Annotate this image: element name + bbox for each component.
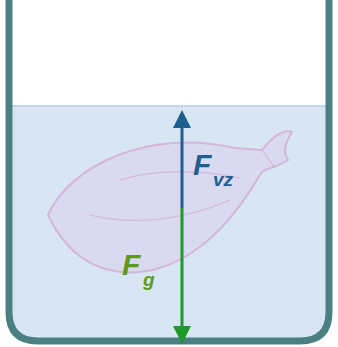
bag: [48, 131, 292, 272]
gravity-arrow: [181, 208, 184, 328]
force-symbol: F: [122, 250, 140, 280]
water: [12, 106, 326, 338]
buoyancy-arrowhead: [173, 110, 191, 128]
beaker-wall: [9, 0, 329, 341]
force-symbol: F: [193, 150, 211, 180]
force-subscript: vz: [213, 170, 233, 189]
buoyancy-arrow: [181, 126, 184, 208]
gravity-arrowhead: [173, 326, 191, 344]
force-subscript: g: [143, 270, 155, 289]
water-surface: [12, 105, 326, 107]
